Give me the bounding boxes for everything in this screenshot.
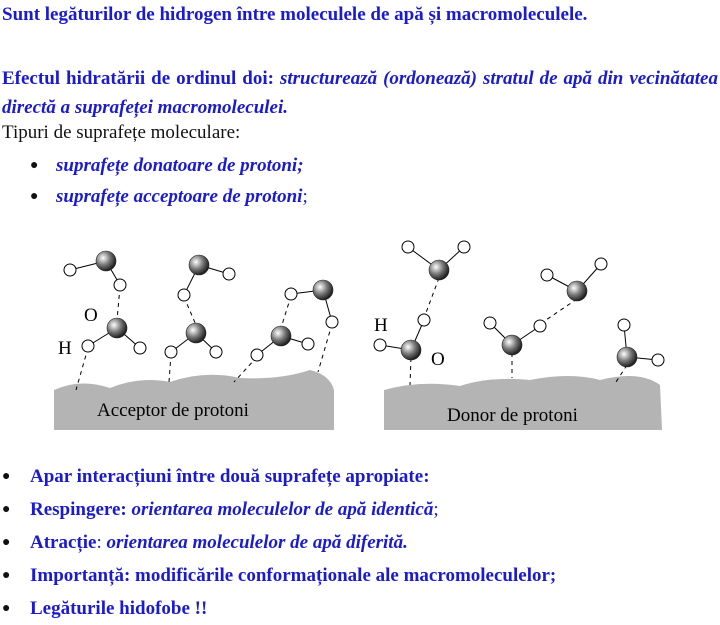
effect-emphasis: structurează (ordonează) stratul de apă … — [2, 68, 718, 118]
bullet-emphasis: orientarea moleculelor de apă diferită. — [106, 532, 408, 553]
interaction-bullets: ● Apar interacțiuni între două suprafețe… — [0, 460, 556, 625]
effect-prefix: Efectul hidratării de ordinul doi: — [2, 68, 280, 89]
bullet-icon: ● — [2, 568, 11, 583]
hydrogen-label: H — [374, 315, 388, 336]
surface-type-text: suprafețe donatoare de protoni; — [56, 155, 304, 176]
list-item: ● Importanță: modificările conformaționa… — [0, 559, 556, 592]
donor-surface-label: Donor de protoni — [447, 405, 578, 426]
oxygen-atoms — [95, 250, 638, 368]
list-item: ● suprafețe donatoare de protoni; — [0, 150, 308, 181]
effect-paragraph: Efectul hidratării de ordinul doi: struc… — [2, 64, 718, 122]
list-item: ● Respingere: orientarea moleculelor de … — [0, 493, 556, 526]
surface-types-label: Tipuri de suprafețe moleculare: — [2, 122, 241, 143]
oxygen-label: O — [84, 305, 98, 326]
surface-type-suffix: ; — [302, 186, 308, 207]
bullet-text: Importanță: modificările conformaționale… — [30, 565, 557, 586]
bullet-icon: ● — [30, 158, 39, 173]
list-item: ● Atracție: orientarea moleculelor de ap… — [0, 526, 556, 559]
bullet-icon: ● — [2, 601, 11, 616]
donor-surface — [384, 376, 662, 430]
bullet-text: Legăturile hidofobe !! — [30, 598, 208, 619]
hydrogen-label: H — [58, 338, 72, 359]
oxygen-label: O — [431, 349, 445, 370]
list-item: ● Legăturile hidofobe !! — [0, 592, 556, 625]
bullet-text: Atracție — [30, 532, 97, 553]
surface-types-list: ● suprafețe donatoare de protoni; ● supr… — [0, 150, 308, 212]
hydrogen-bond-diagram: Acceptor de protoni Donor de protoni O H… — [54, 240, 665, 430]
bullet-icon: ● — [2, 535, 11, 550]
slide-title: Sunt legăturilor de hidrogen între molec… — [2, 4, 588, 25]
bullet-separator: : — [96, 532, 107, 553]
acceptor-surface-label: Acceptor de protoni — [97, 400, 249, 421]
surface-type-text: suprafețe acceptoare de protoni — [56, 186, 303, 207]
hydrogen-atoms — [63, 240, 665, 367]
bullet-emphasis: orientarea moleculelor de apă identică — [131, 499, 434, 520]
bullet-tail: ; — [433, 499, 439, 520]
bullet-icon: ● — [2, 469, 11, 484]
bullet-icon: ● — [2, 502, 11, 517]
bullet-text: Respingere: — [30, 499, 132, 520]
water-molecules — [69, 246, 659, 391]
bullet-text: Apar interacțiuni între două suprafețe a… — [30, 466, 430, 487]
list-item: ● suprafețe acceptoare de protoni; — [0, 181, 308, 212]
list-item: ● Apar interacțiuni între două suprafețe… — [0, 460, 556, 493]
bullet-icon: ● — [30, 189, 39, 204]
acceptor-surface — [54, 370, 334, 430]
